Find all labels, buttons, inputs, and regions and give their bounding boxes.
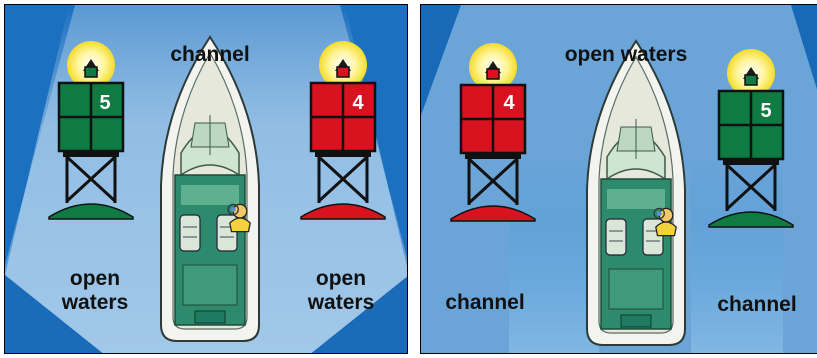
panel-returning-from-open-waters: 5 4 xyxy=(4,4,408,354)
label-line: open xyxy=(291,267,391,291)
buoy-number: 5 xyxy=(99,92,110,114)
panel-heading-to-open-waters: 4 5 xyxy=(420,4,817,354)
label-channel: channel xyxy=(145,43,275,67)
buoy-number: 4 xyxy=(503,92,515,114)
label-channel-left: channel xyxy=(435,291,535,315)
light-cap xyxy=(85,67,97,77)
label-line: waters xyxy=(291,291,391,315)
label-line: open xyxy=(45,267,145,291)
channel-band-left xyxy=(509,155,599,354)
buoy-number: 5 xyxy=(760,100,771,122)
label-open-waters-right: open waters xyxy=(291,267,391,315)
label-line: waters xyxy=(45,291,145,315)
channel-band-right xyxy=(691,155,783,354)
label-open-waters: open waters xyxy=(536,43,716,67)
label-channel-right: channel xyxy=(707,293,807,317)
buoy-number: 4 xyxy=(352,92,364,114)
label-open-waters-left: open waters xyxy=(45,267,145,315)
